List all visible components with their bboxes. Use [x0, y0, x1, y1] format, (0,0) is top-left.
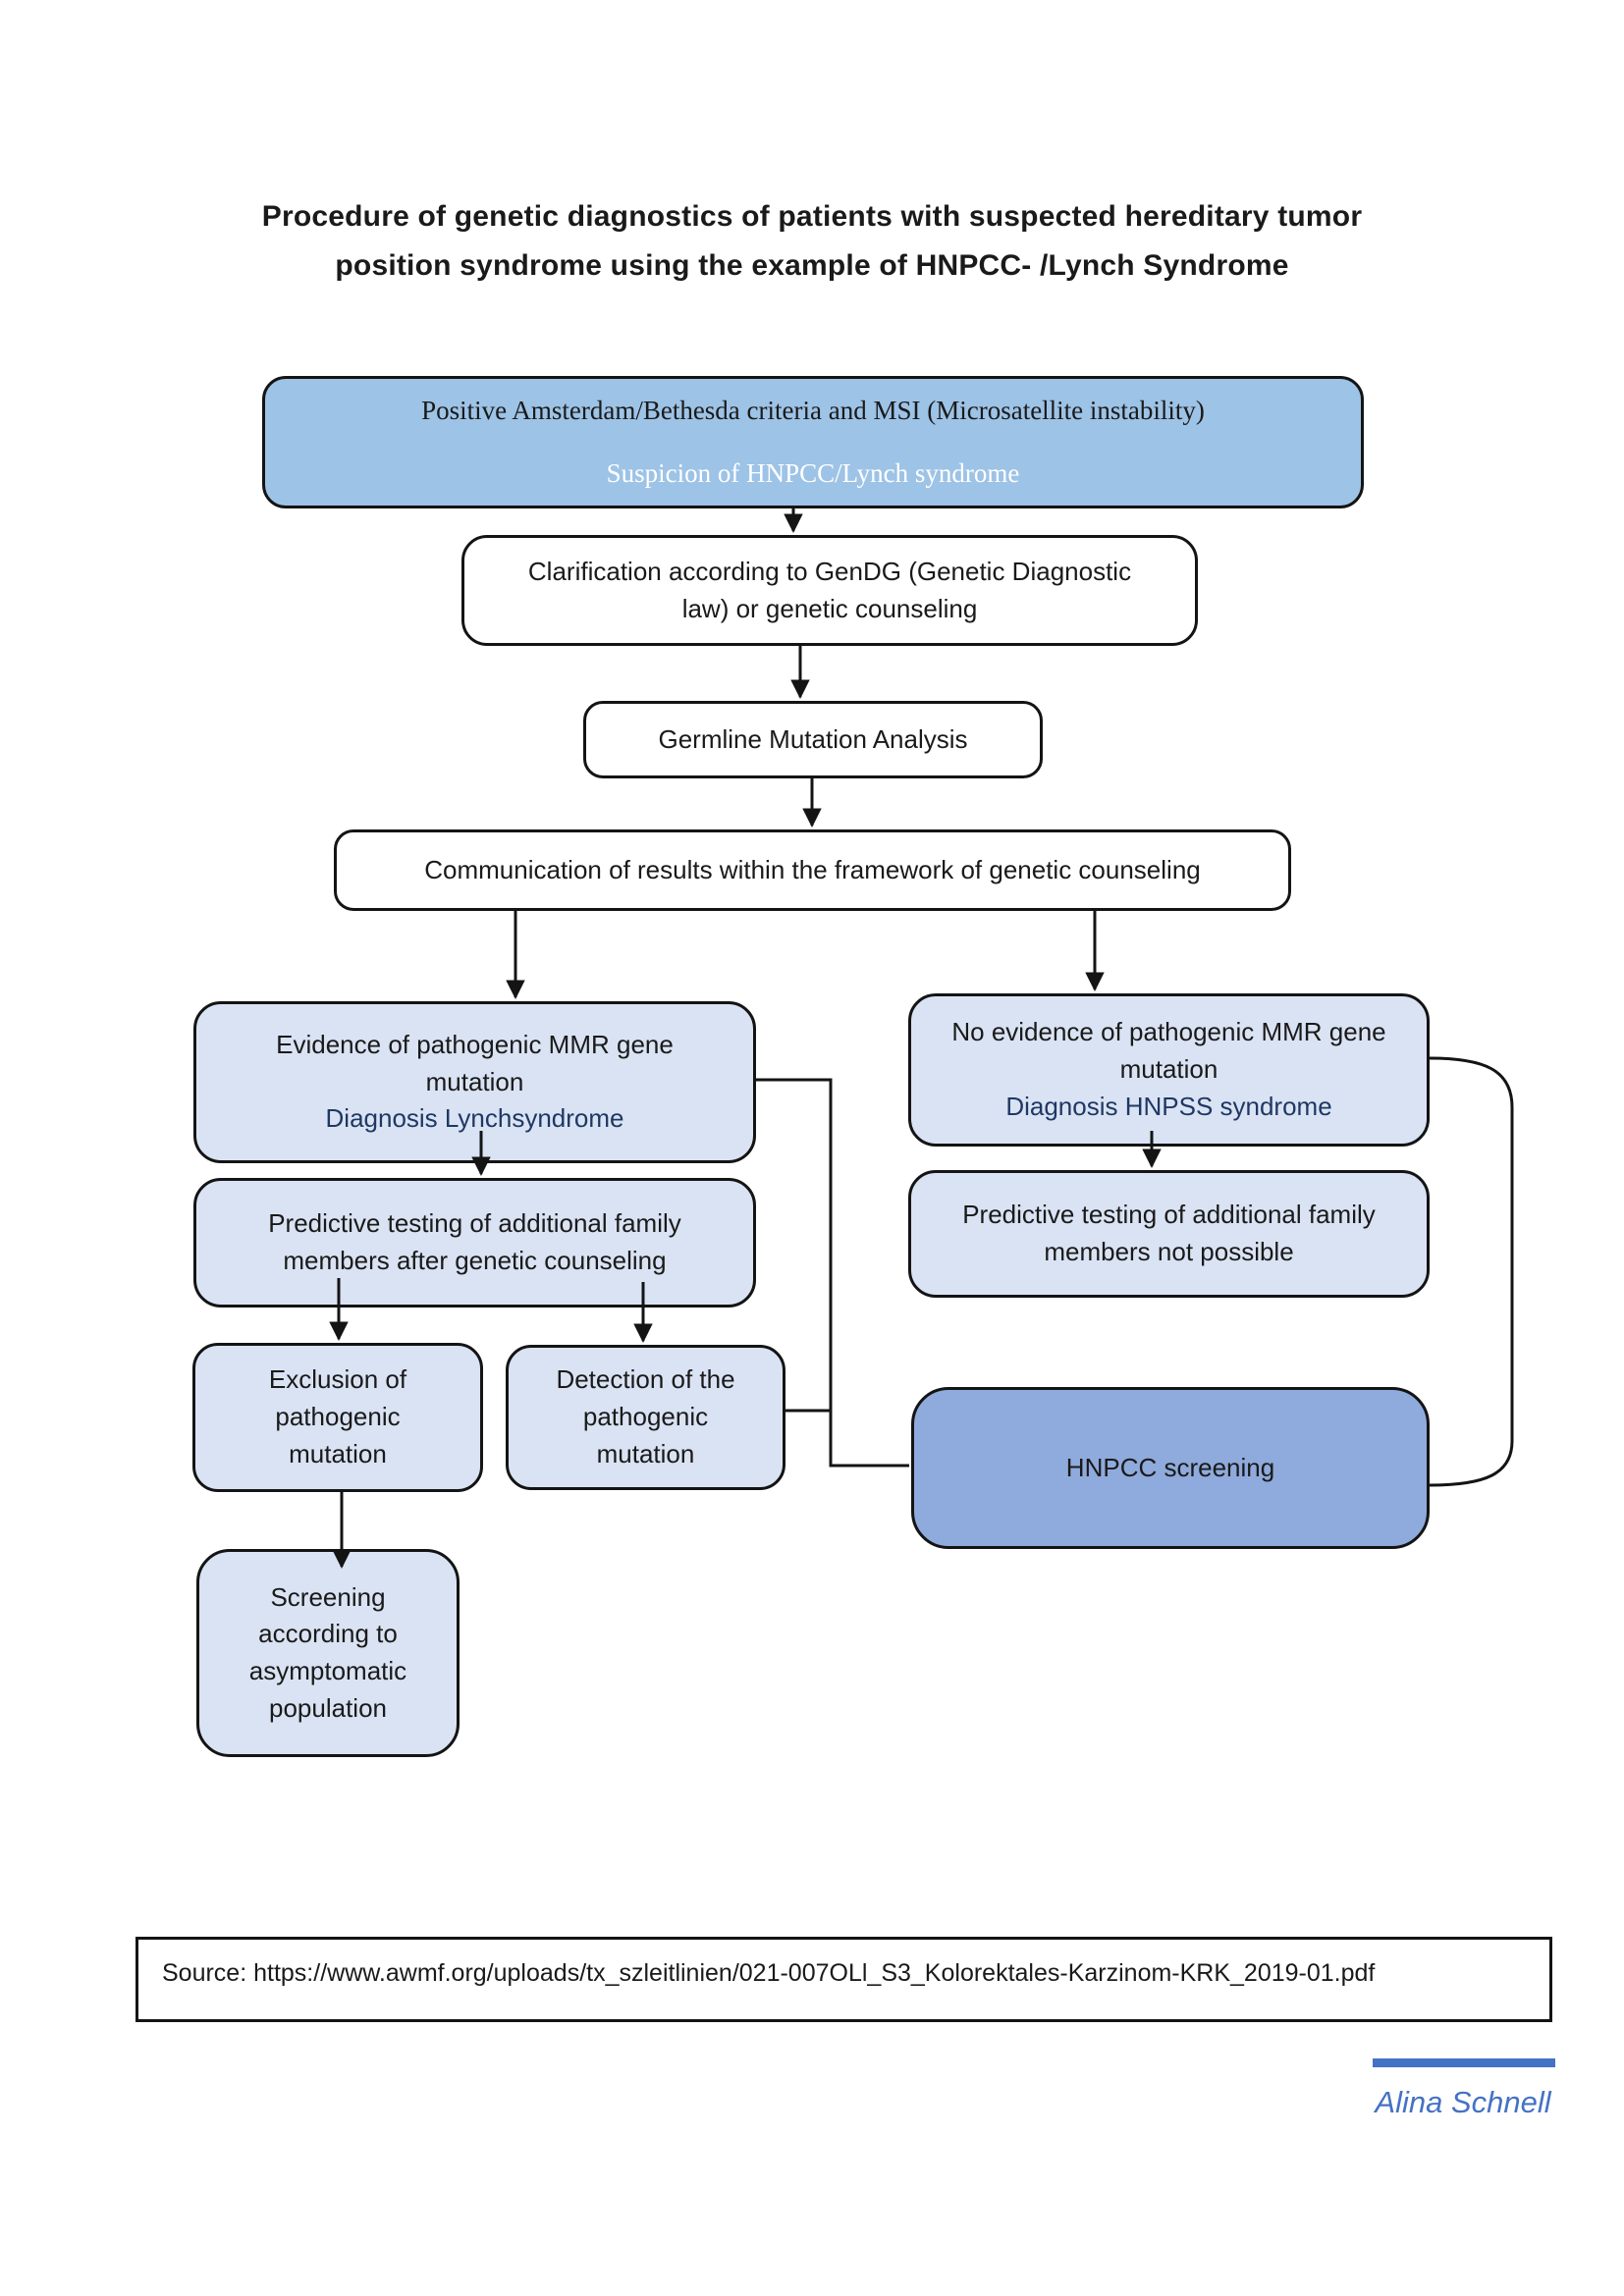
node-detection: Detection of the pathogenic mutation: [506, 1345, 785, 1490]
node-clarification-label: Clarification according to GenDG (Geneti…: [527, 556, 1132, 623]
node-evidence-line1: Evidence of pathogenic MMR gene mutation: [276, 1029, 674, 1096]
node-hnpcc-screening: HNPCC screening: [911, 1387, 1430, 1549]
node-predictive-not-possible-label: Predictive testing of additional family …: [962, 1200, 1376, 1266]
node-screening-population: Screening according to asymptomatic popu…: [196, 1549, 460, 1757]
node-communication-label: Communication of results within the fram…: [424, 854, 1201, 884]
node-clarification: Clarification according to GenDG (Geneti…: [461, 535, 1198, 646]
node-germline: Germline Mutation Analysis: [583, 701, 1043, 778]
node-suspicion-line2: Suspicion of HNPCC/Lynch syndrome: [606, 458, 1020, 488]
node-predictive-not-possible: Predictive testing of additional family …: [908, 1170, 1430, 1298]
node-exclusion: Exclusion of pathogenic mutation: [192, 1343, 483, 1492]
node-predictive-after: Predictive testing of additional family …: [193, 1178, 756, 1308]
node-evidence-diagnosis: Diagnosis Lynchsyndrome: [325, 1103, 624, 1134]
page-title: Procedure of genetic diagnostics of pati…: [0, 192, 1624, 291]
connector-no-evidence-to-hnpcc: [1429, 1056, 1514, 1487]
source-box: Source: https://www.awmf.org/uploads/tx_…: [135, 1937, 1552, 2022]
node-suspicion-line1: Positive Amsterdam/Bethesda criteria and…: [421, 395, 1205, 425]
source-text: Source: https://www.awmf.org/uploads/tx_…: [162, 1959, 1376, 1987]
node-no-evidence-diagnosis: Diagnosis HNPSS syndrome: [1005, 1091, 1332, 1121]
node-screening-population-label: Screening according to asymptomatic popu…: [248, 1581, 407, 1723]
node-evidence: Evidence of pathogenic MMR gene mutation…: [193, 1001, 756, 1163]
node-no-evidence-line1: No evidence of pathogenic MMR gene mutat…: [951, 1017, 1386, 1085]
node-communication: Communication of results within the fram…: [334, 829, 1291, 911]
node-no-evidence: No evidence of pathogenic MMR gene mutat…: [908, 993, 1430, 1147]
node-hnpcc-screening-label: HNPCC screening: [1065, 1452, 1275, 1482]
signature-text: Alina Schnell: [1375, 2085, 1551, 2119]
node-detection-label: Detection of the pathogenic mutation: [556, 1364, 735, 1468]
node-predictive-after-label: Predictive testing of additional family …: [268, 1208, 681, 1275]
page-title-line2: position syndrome using the example of H…: [335, 249, 1289, 282]
page-title-line1: Procedure of genetic diagnostics of pati…: [261, 200, 1363, 233]
node-germline-label: Germline Mutation Analysis: [658, 723, 968, 754]
node-suspicion: Positive Amsterdam/Bethesda criteria and…: [262, 376, 1364, 508]
signature-divider: [1373, 2058, 1555, 2067]
node-exclusion-label: Exclusion of pathogenic mutation: [268, 1364, 407, 1468]
